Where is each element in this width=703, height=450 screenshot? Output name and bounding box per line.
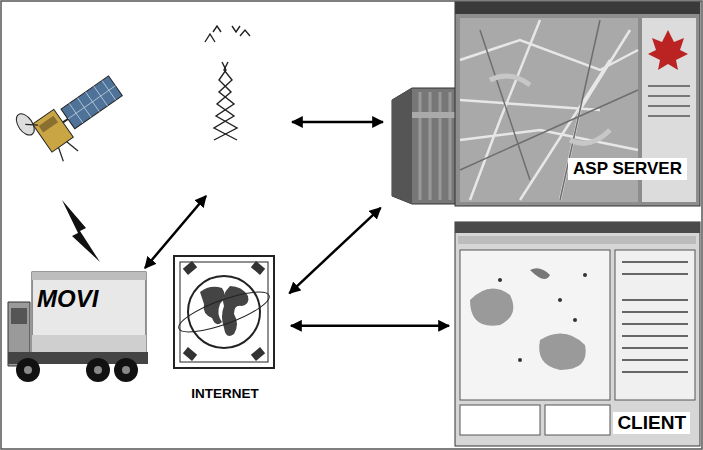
antenna-tower bbox=[205, 26, 250, 140]
node-label: ASP SERVER bbox=[568, 158, 687, 180]
server-node: ASP SERVER bbox=[385, 0, 703, 210]
link-arrow bbox=[291, 325, 449, 328]
truck-icon bbox=[8, 272, 148, 382]
link-arrow bbox=[289, 208, 380, 293]
server-screenshot bbox=[455, 2, 700, 206]
client-node: CLIENT bbox=[455, 222, 700, 446]
wireless-bolt bbox=[62, 200, 100, 262]
client-screenshot bbox=[455, 222, 700, 446]
link-arrow bbox=[292, 121, 383, 124]
node-label: MOVI bbox=[37, 285, 98, 313]
node-label: INTERNET bbox=[165, 386, 285, 402]
node-label: CLIENT bbox=[613, 412, 690, 434]
satellite-icon bbox=[13, 60, 134, 172]
internet-node: INTERNET bbox=[165, 250, 285, 408]
internet-icon bbox=[174, 256, 274, 368]
truck-node: MOVI bbox=[5, 265, 147, 405]
